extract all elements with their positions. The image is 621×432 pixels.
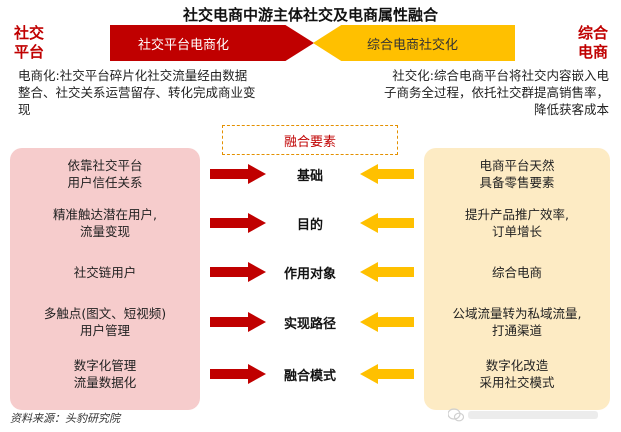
fusion-elements-box: 融合要素 (222, 125, 398, 155)
right-cell-mode: 数字化改造 采用社交模式 (479, 358, 555, 390)
center-label-basis: 基础 (296, 168, 323, 184)
right-cell-path: 公域流量转为私域流量, 打通渠道 (452, 306, 582, 338)
right-cell-target: 综合电商 (491, 264, 542, 280)
banner-left-text: 社交平台电商化 (138, 37, 230, 53)
left-cell-purpose: 精准触达潜在用户, 流量变现 (53, 207, 157, 239)
left-cell-target: 社交链用户 (73, 264, 137, 280)
arrow-left-icon (360, 364, 414, 384)
arrow-left-icon (360, 164, 414, 184)
right-cell-purpose: 提升产品推广效率, 订单增长 (465, 207, 569, 239)
left-panel (10, 148, 200, 410)
fusion-elements-label: 融合要素 (283, 134, 336, 150)
ecommerce-to-social-banner: 综合电商社交化 (313, 25, 515, 61)
arrow-right-icon (210, 164, 266, 184)
center-label-target: 作用对象 (283, 266, 336, 282)
arrow-right-icon (210, 312, 266, 332)
right-description: 社交化:综合电商平台将社交内容嵌入电子商务全过程，依托社交群提高销售率，降低获客… (383, 68, 609, 117)
source-note: 资料来源：头豹研究院 (10, 412, 120, 425)
arrow-left-icon (360, 213, 414, 233)
center-label-mode: 融合模式 (283, 368, 336, 384)
watermark-blur (468, 411, 598, 419)
left-description: 电商化:社交平台碎片化社交流量经由数据整合、社交关系运营留存、转化完成商业变现 (18, 68, 256, 117)
integrated-ecommerce-label: 综合 电商 (578, 24, 609, 61)
arrow-left-icon (360, 312, 414, 332)
right-cell-basis: 电商平台天然 具备零售要素 (479, 158, 555, 190)
arrow-right-icon (210, 213, 266, 233)
right-panel (424, 148, 610, 410)
wechat-icon (448, 408, 464, 422)
social-to-ecommerce-banner: 社交平台电商化 (110, 25, 314, 61)
arrow-right-icon (210, 262, 266, 282)
left-cell-mode: 数字化管理 流量数据化 (73, 358, 137, 390)
banner-right-text: 综合电商社交化 (367, 37, 459, 53)
diagram-title: 社交电商中游主体社交及电商属性融合 (182, 6, 438, 24)
left-cell-basis: 依靠社交平台 用户信任关系 (67, 158, 143, 190)
center-label-path: 实现路径 (283, 316, 336, 332)
center-label-purpose: 目的 (296, 217, 323, 233)
arrow-left-icon (360, 262, 414, 282)
arrow-right-icon (210, 364, 266, 384)
social-platform-label: 社交 平台 (14, 24, 45, 61)
watermark (448, 406, 608, 424)
left-cell-path: 多触点(图文、短视频) 用户管理 (43, 306, 167, 338)
